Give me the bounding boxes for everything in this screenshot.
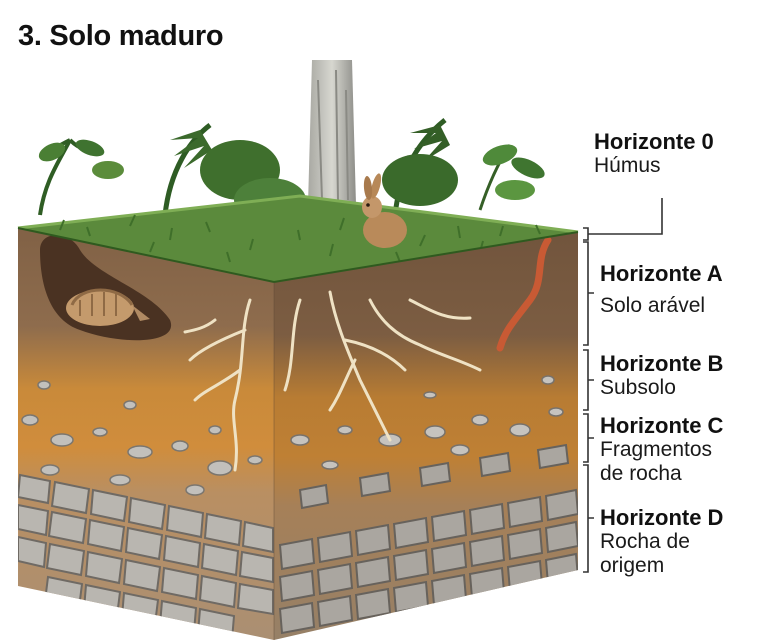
- horizon-name: Horizonte A: [600, 261, 723, 286]
- front-face: [18, 228, 274, 640]
- bracket-horizonte-c: [583, 413, 594, 463]
- horizon-brackets: [583, 198, 663, 573]
- label-horizonte-c: Horizonte C Fragmentos de rocha: [600, 414, 723, 486]
- horizon-name: Horizonte C: [600, 413, 724, 438]
- horizon-name: Horizonte B: [600, 351, 724, 376]
- horizon-description: Fragmentos de rocha: [600, 438, 713, 485]
- right-face: [274, 232, 578, 640]
- roots-front: [183, 298, 252, 472]
- label-horizonte-0: Horizonte 0 Húmus: [594, 130, 714, 178]
- horizon-description: Rocha de origem: [600, 530, 690, 577]
- bracket-horizonte-d: [583, 464, 594, 573]
- rabbit-illustration: [362, 173, 407, 248]
- bracket-horizonte-b: [583, 349, 594, 411]
- page-title: 3. Solo maduro: [18, 20, 224, 52]
- label-horizonte-d: Horizonte D Rocha de origem: [600, 506, 723, 578]
- label-horizonte-a: Horizonte A Solo arável: [600, 262, 723, 318]
- bracket-horizonte-0: [583, 198, 663, 241]
- humus-surface: [18, 196, 578, 282]
- armadillo-burrow: [40, 235, 172, 341]
- bracket-horizonte-a: [583, 241, 594, 346]
- roots-right: [283, 290, 482, 442]
- horizon-name: Horizonte 0: [594, 129, 714, 154]
- horizon-description: Húmus: [594, 154, 661, 177]
- horizon-description: Solo arável: [600, 294, 706, 317]
- horizon-name: Horizonte D: [600, 505, 724, 530]
- horizon-description: Subsolo: [600, 376, 676, 399]
- tree-trunk: [308, 60, 356, 205]
- label-horizonte-b: Horizonte B Subsolo: [600, 352, 723, 400]
- earthworm-illustration: [496, 236, 552, 352]
